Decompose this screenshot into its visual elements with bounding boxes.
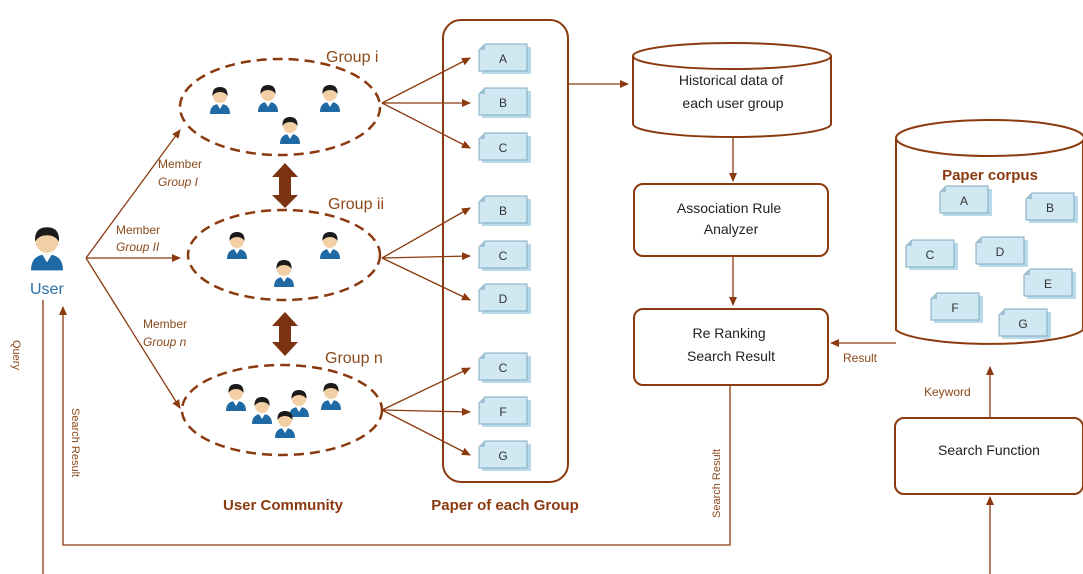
- svg-text:D: D: [499, 292, 508, 306]
- member-group-ii-label: Member Group II: [116, 223, 163, 254]
- paper-icon: D: [975, 236, 1029, 268]
- main-user-icon: [30, 227, 63, 271]
- association-rule-box: [633, 183, 829, 257]
- paper-icon: D: [478, 283, 532, 315]
- user-icon: [320, 85, 340, 112]
- group-ii-ellipse: [186, 208, 382, 302]
- svg-text:C: C: [499, 249, 508, 263]
- paper-icon: G: [478, 440, 532, 472]
- double-arrow-i-ii: [272, 163, 298, 208]
- svg-text:E: E: [1044, 277, 1052, 291]
- svg-text:G: G: [498, 449, 507, 463]
- group-n-label: Group n: [325, 350, 383, 367]
- svg-text:A: A: [499, 52, 507, 66]
- search-function-box: [894, 417, 1083, 495]
- svg-text:C: C: [926, 248, 935, 262]
- search-result-right-label: Search Result: [711, 449, 723, 518]
- user-icon: [252, 397, 272, 424]
- historical-data-cylinder: [632, 42, 832, 138]
- svg-text:F: F: [499, 405, 506, 419]
- historical-data-label: Historical data of each user group: [679, 72, 787, 111]
- paper-icon: B: [478, 87, 532, 119]
- user-community-caption: User Community: [223, 497, 344, 514]
- paper-icon: C: [478, 132, 532, 164]
- group-ii-label: Group ii: [328, 196, 384, 213]
- svg-text:B: B: [1046, 201, 1054, 215]
- user-icon: [280, 117, 300, 144]
- paper-icon: F: [930, 292, 984, 324]
- user-icon: [226, 384, 246, 411]
- member-group-i-label: Member Group I: [158, 157, 205, 189]
- reranking-label: Re Ranking Search Result: [687, 325, 775, 364]
- user-to-group-i-arrow: [85, 129, 181, 259]
- user-icon: [320, 232, 340, 259]
- result-label: Result: [843, 351, 878, 365]
- group-n-paper-arrows: [381, 367, 471, 456]
- paper-icon: C: [478, 240, 532, 272]
- paper-icon: G: [998, 308, 1052, 340]
- keyword-label: Keyword: [924, 385, 971, 399]
- paper-icon: F: [478, 396, 532, 428]
- user-icon: [321, 383, 341, 410]
- search-result-left-label: Search Result: [69, 408, 81, 477]
- group-n-ellipse: [180, 363, 384, 457]
- user-icon: [289, 390, 309, 417]
- double-arrow-ii-n: [272, 312, 298, 356]
- query-label: Query: [10, 340, 22, 370]
- paper-icon: C: [905, 239, 959, 271]
- papers-container: [442, 19, 569, 483]
- paper-icon: B: [478, 195, 532, 227]
- user-icon: [210, 87, 230, 114]
- paper-icon: B: [1025, 192, 1079, 224]
- search-result-return-line: [59, 306, 731, 546]
- paper-of-each-group-caption: Paper of each Group: [431, 497, 579, 514]
- svg-text:D: D: [996, 245, 1005, 259]
- user-icon: [227, 232, 247, 259]
- user-label: User: [30, 281, 64, 298]
- paper-icon: C: [478, 352, 532, 384]
- svg-text:B: B: [499, 204, 507, 218]
- svg-text:C: C: [499, 141, 508, 155]
- user-to-group-n-arrow: [85, 257, 181, 409]
- user-icon: [258, 85, 278, 112]
- paper-icon: A: [939, 185, 993, 217]
- svg-text:B: B: [499, 96, 507, 110]
- user-icon: [274, 260, 294, 287]
- svg-text:F: F: [951, 301, 958, 315]
- member-group-n-label: Member Group n: [143, 317, 190, 349]
- association-rule-label: Association Rule Analyzer: [677, 200, 785, 237]
- group-ii-paper-arrows: [381, 207, 471, 301]
- svg-text:A: A: [960, 194, 968, 208]
- group-i-paper-arrows: [381, 57, 471, 149]
- svg-text:C: C: [499, 361, 508, 375]
- paper-icon: E: [1023, 268, 1077, 300]
- paper-corpus-cylinder: [895, 119, 1083, 345]
- group-i-label: Group i: [326, 49, 378, 66]
- reranking-box: [633, 308, 829, 386]
- paper-corpus-title: Paper corpus: [942, 167, 1038, 184]
- search-function-label: Search Function: [938, 442, 1040, 458]
- group-i-ellipse: [178, 57, 382, 157]
- svg-text:G: G: [1018, 317, 1027, 331]
- paper-icon: A: [478, 43, 532, 75]
